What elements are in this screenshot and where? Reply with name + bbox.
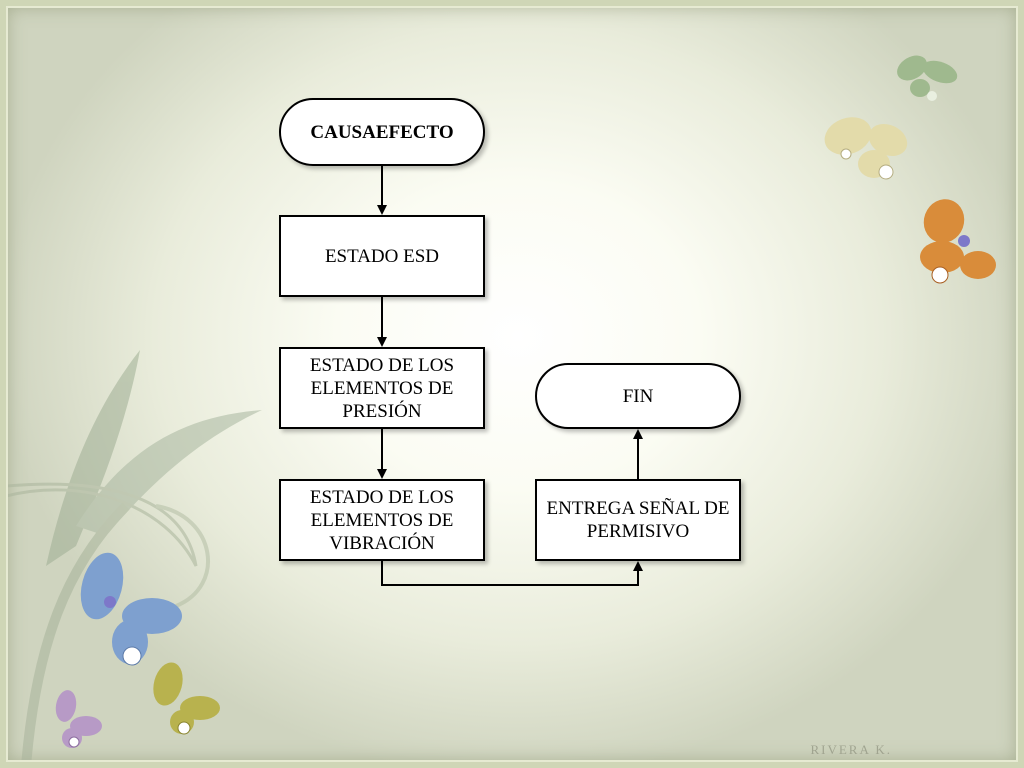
node-label: ESTADO DE LOS ELEMENTOS DE VIBRACIÓN xyxy=(309,486,455,554)
node-label: CAUSAEFECTO xyxy=(310,121,454,143)
node-label: ESTADO ESD xyxy=(324,245,440,267)
decorative-artwork xyxy=(6,55,996,762)
butterfly-icon xyxy=(897,55,958,101)
node-label: FIN xyxy=(622,385,654,407)
node-end-fin: FIN xyxy=(535,363,741,429)
plant-illustration xyxy=(6,350,262,762)
butterfly-icon xyxy=(80,552,182,666)
node-label: ENTREGA SEÑAL DE PERMISIVO xyxy=(546,498,730,542)
arrow-vibracion-to-senal xyxy=(381,561,643,586)
node-estado-vibracion: ESTADO DE LOS ELEMENTOS DE VIBRACIÓN xyxy=(279,479,485,561)
butterfly-icon xyxy=(920,199,996,284)
butterfly-icon xyxy=(153,662,220,735)
node-estado-presion: ESTADO DE LOS ELEMENTOS DE PRESIÓN xyxy=(279,347,485,429)
flowchart-connectors xyxy=(377,166,643,586)
node-estado-esd: ESTADO ESD xyxy=(279,215,485,297)
node-label: ESTADO DE LOS ELEMENTOS DE PRESIÓN xyxy=(309,354,455,422)
butterfly-icon xyxy=(824,117,908,180)
author-footer: RIVERA K. xyxy=(810,742,892,757)
slide: CAUSAEFECTO ESTADO ESD ESTADO DE LOS ELE… xyxy=(6,6,1018,762)
node-entrega-senal: ENTREGA SEÑAL DE PERMISIVO xyxy=(535,479,741,561)
butterfly-icon xyxy=(55,690,102,748)
node-start-causaefecto: CAUSAEFECTO xyxy=(279,98,485,166)
